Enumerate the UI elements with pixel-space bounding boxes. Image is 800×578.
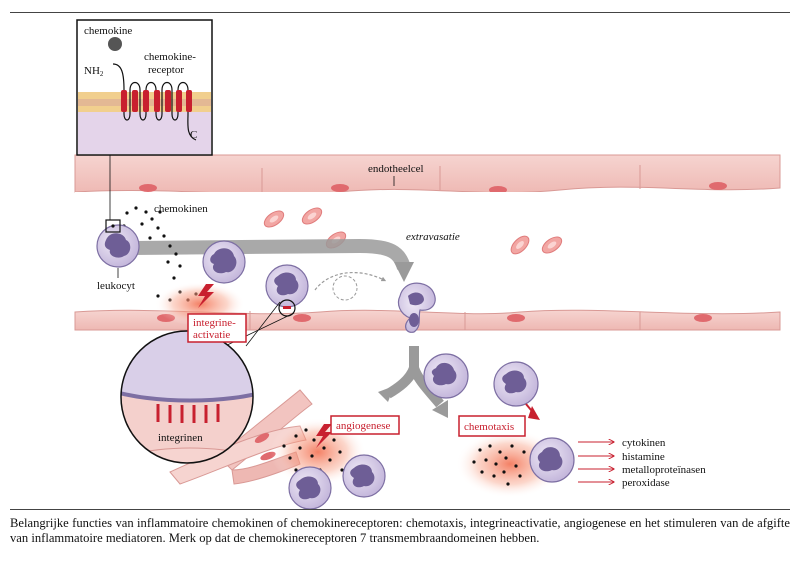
inset-receptor-label-1: chemokine- [144,51,196,63]
leukocyte-3 [265,264,309,317]
receptor-inset [76,19,213,156]
angiogenesis-leukocyte-1 [288,466,332,510]
box-chemotaxis: chemotaxis [458,415,526,437]
mediator-1: histamine [622,451,665,463]
inset-receptor-label-2: receptor [148,64,184,76]
inset-chemokine-label: chemokine [84,25,132,37]
label-integrinen: integrinen [158,432,203,444]
label-leukocyt: leukocyt [97,280,135,292]
label-chemokinen: chemokinen [154,203,208,215]
chemotaxis-dots [472,444,526,486]
label-chemotaxis: chemotaxis [464,421,514,433]
inset-source-box [105,219,121,233]
mediator-0: cytokinen [622,437,666,449]
label-integrine-2: activatie [193,329,230,341]
angiogenesis-leukocyte-2 [342,454,386,498]
chemokine-ball-icon [108,37,122,51]
inset-c-label: C [190,129,197,141]
top-rule [10,12,790,13]
figure-caption: Belangrijke functies van inflammatoire c… [10,516,790,545]
label-extravasatie: extravasatie [406,231,460,243]
label-integrine-1: integrine- [193,317,236,329]
leukocyte-rolling [96,224,140,268]
mediator-3: peroxidase [622,477,670,489]
leukocyte-2 [202,240,246,284]
bottom-rule [10,509,790,510]
tissue-leukocyte-2 [493,361,539,407]
figure: cytokinen histamine metalloproteïnasen p… [74,19,781,510]
box-angiogenese: angiogenese [330,415,400,435]
vessel-top-wall [74,154,781,196]
flow-arrow [131,238,414,282]
tissue-leukocyte-1 [423,353,469,399]
inset-nh2-label: NH2 [84,65,104,78]
fork-arrow [378,346,448,418]
mediator-list: cytokinen histamine metalloproteïnasen p… [622,437,706,489]
dashed-cell-ghost [314,271,387,301]
chemotaxis-leukocyte [529,437,575,483]
lightning-icon [198,284,214,308]
mediator-2: metalloproteïnasen [622,464,706,476]
mediator-arrows [578,442,614,482]
zoom-line-integrin-1 [245,301,281,347]
label-angiogenese: angiogenese [336,420,390,432]
angiogenesis-lightning-icon [316,424,332,448]
label-endotheelcel: endotheelcel [368,163,424,175]
leukocyte-extravasating [397,282,436,333]
box-integrine-activatie: integrine- activatie [187,313,247,343]
